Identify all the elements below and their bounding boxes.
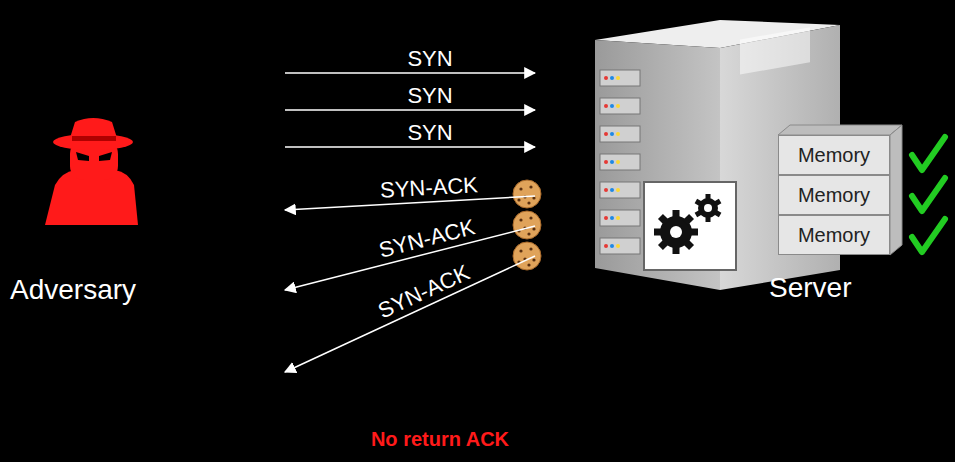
node-title: Adversary [10,274,136,306]
server-node: ServerMemoryMemoryMemory [535,0,955,330]
message-label: SYN [407,85,452,107]
message-label: SYN-ACK [376,217,476,263]
cookies [513,180,541,270]
message-label: SYN-ACK [380,174,479,201]
memory-3d-faces [778,125,902,255]
memory-label: Memory [798,224,870,247]
message-arrow [285,72,535,74]
message-label: SYN [407,122,452,144]
message-label: SYN [407,48,452,70]
memory-box: Memory [778,135,890,175]
note-label: No return ACK [371,428,509,451]
check-marks [912,137,945,252]
message-arrow [285,109,535,111]
message-arrow [285,256,535,372]
memory-label: Memory [798,184,870,207]
memory-label: Memory [798,144,870,167]
adversary-figure [45,118,138,225]
message-arrow [285,146,535,148]
adversary-node: Adversary [0,60,285,400]
node-title: Server [769,272,851,304]
memory-box: Memory [778,215,890,255]
memory-box: Memory [778,175,890,215]
